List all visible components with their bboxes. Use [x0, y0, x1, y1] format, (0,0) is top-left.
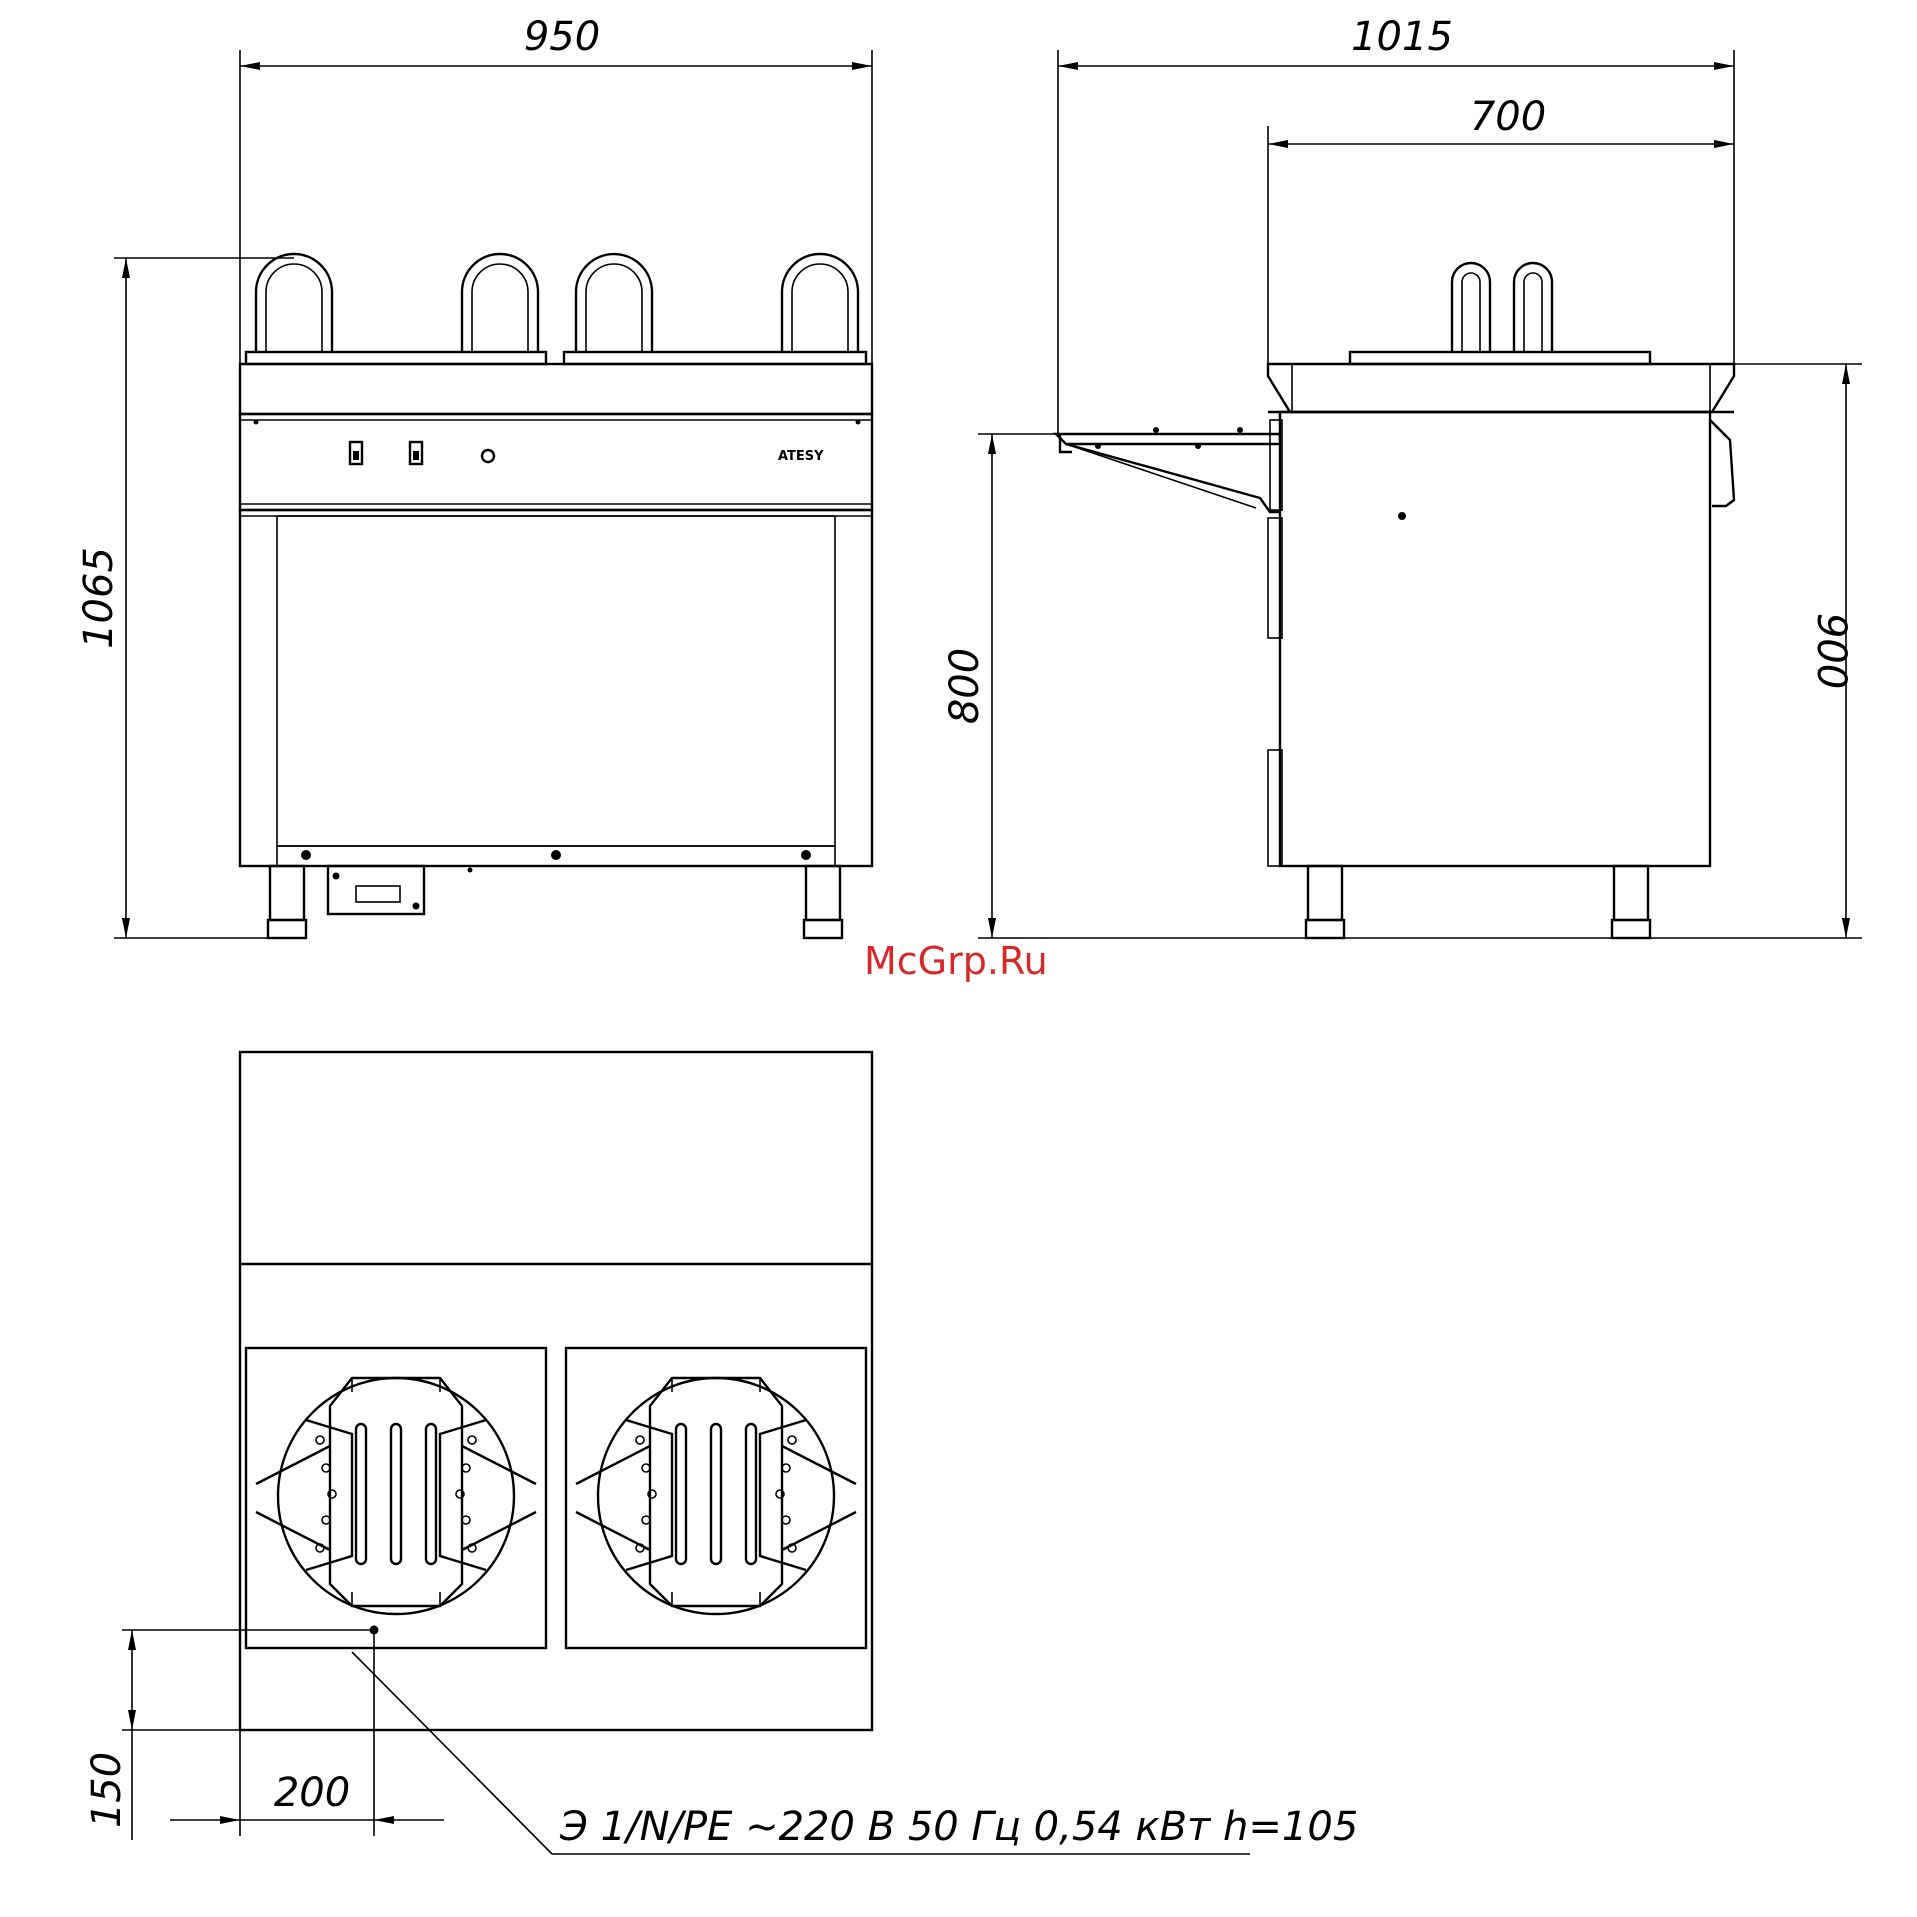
dim-side-total-depth: 1015 — [1351, 14, 1453, 60]
dim-side-body-depth: 700 — [1470, 94, 1546, 140]
dim-front-width: 950 — [524, 14, 600, 60]
plan-view — [240, 1052, 872, 1730]
basket-handles-side — [1452, 263, 1552, 352]
side-view — [1056, 263, 1734, 938]
legs-front — [268, 866, 842, 938]
dim-side-body-height: 900 — [1808, 613, 1854, 689]
indicator-lamp-icon — [482, 450, 494, 462]
dim-plan-offset-y: 150 — [84, 1752, 130, 1828]
switch-1-icon — [350, 442, 362, 464]
basket-left — [256, 1378, 536, 1614]
legs-side — [1306, 866, 1650, 938]
basket-handles-front — [256, 254, 858, 352]
side-dimensions: 1015 700 900 800 — [942, 14, 1862, 938]
dim-plan-offset-x: 200 — [274, 1770, 350, 1816]
dim-front-height: 1065 — [76, 547, 122, 649]
front-dimensions: 950 1065 — [76, 14, 872, 938]
side-shelf — [1056, 427, 1280, 512]
plan-dimensions: 150 200 Э 1/N/PE ~220 В 50 Гц 0,54 кВт h… — [84, 1630, 1358, 1854]
front-view: ATESY — [240, 254, 872, 938]
watermark: McGrp.Ru — [864, 939, 1048, 983]
terminal-box — [328, 866, 424, 914]
switch-2-icon — [410, 442, 422, 464]
basket-right — [576, 1378, 856, 1614]
electrical-connection-note: Э 1/N/PE ~220 В 50 Гц 0,54 кВт h=105 — [559, 1804, 1358, 1850]
dim-side-shelf-height: 800 — [942, 648, 988, 724]
brand-label: ATESY — [778, 449, 824, 464]
